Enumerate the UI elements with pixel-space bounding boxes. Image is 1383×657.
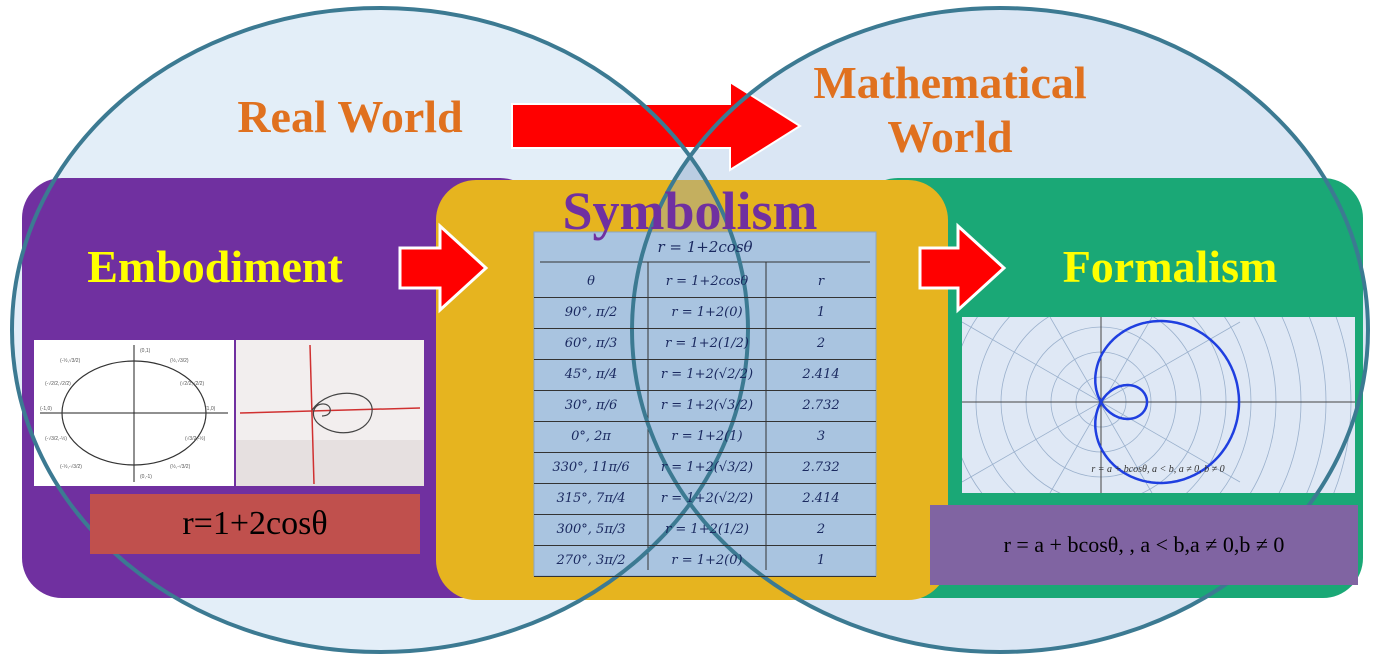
svg-text:(-√2/2,√2/2): (-√2/2,√2/2) [45,380,71,387]
table-row: 315°, 7π/4 r = 1+2(√2/2) 2.414 [534,483,876,515]
table-cell: 3 [816,429,826,444]
table-cell: 2.414 [802,367,840,382]
table-row: 330°, 11π/6 r = 1+2(√3/2) 2.732 [534,452,876,484]
svg-text:(0,1): (0,1) [140,348,151,354]
table-cell: 2 [816,522,826,537]
table-cell: r = 1+2(√3/2) [660,460,754,475]
table-cell: 1 [816,553,826,568]
svg-text:(1,0): (1,0) [205,406,216,412]
table-cell: 30°, π/6 [564,398,618,413]
table-cell: r = 1+2(1/2) [665,522,749,537]
mathematical-world-line1: Mathematical [813,57,1087,108]
svg-text:(-√3/2,-½): (-√3/2,-½) [45,435,67,442]
table-row: 0°, 2π r = 1+2(1) 3 [534,421,876,453]
table-cell: r = 1+2(0) [671,553,743,568]
polar-plot-image: r = a + bcosθ, a < b, a ≠ 0, b ≠ 0 [962,317,1355,493]
polar-plot-caption: r = a + bcosθ, a < b, a ≠ 0, b ≠ 0 [1091,464,1224,475]
table-header: r = 1+2cosθ [657,238,753,256]
table-cell: r = 1+2(0) [671,305,743,320]
table-cell: 2 [816,336,826,351]
table-row: 300°, 5π/3 r = 1+2(1/2) 2 [534,514,876,546]
table-row: 270°, 3π/2 r = 1+2(0) 1 [534,545,876,577]
table-cell: 300°, 5π/3 [556,522,626,537]
table-cell: r = 1+2cosθ [665,274,749,289]
table-cell: 45°, π/4 [564,367,618,382]
table-cell: r = 1+2(√2/2) [660,491,754,506]
table-cell: 2.732 [802,460,840,475]
embodiment-title: Embodiment [87,241,343,292]
mathematical-world-line2: World [887,111,1013,162]
table-cell: 0°, 2π [571,429,611,444]
table-cell: r = 1+2(√3/2) [660,398,754,413]
table-header-row: θ r = 1+2cosθ r [534,266,876,298]
table-row: 60°, π/3 r = 1+2(1/2) 2 [534,328,876,360]
table-cell: 2.732 [802,398,840,413]
table-row: 90°, π/2 r = 1+2(0) 1 [534,297,876,329]
svg-text:(-½,√3/2): (-½,√3/2) [60,357,81,364]
table-cell: 270°, 3π/2 [556,553,626,568]
svg-text:(½,-√3/2): (½,-√3/2) [170,463,191,470]
embodiment-to-symbolism-arrow [398,222,489,314]
table-cell: r = 1+2(√2/2) [660,367,754,382]
symbolism-to-formalism-arrow [918,222,1007,314]
svg-text:(-½,-√3/2): (-½,-√3/2) [60,463,82,470]
table-cell: r = 1+2(1/2) [665,336,749,351]
handwritten-table: r = 1+2cosθ θ r = 1+2cosθ r 90°, π/2 r = 1+2… [534,232,876,577]
table-cell: r [817,274,825,289]
svg-text:(√3/2,-½): (√3/2,-½) [185,435,206,442]
hand-drawn-curve-image [236,340,424,486]
real-world-label: Real World [237,91,463,142]
svg-text:(0,-1): (0,-1) [140,474,152,480]
table-cell: 60°, π/3 [564,336,618,351]
table-cell: 1 [816,305,826,320]
table-cell: 2.414 [802,491,840,506]
svg-text:(√2/2,√2/2): (√2/2,√2/2) [180,380,204,387]
table-cell: 90°, π/2 [564,305,618,320]
formalism-title: Formalism [1062,241,1278,292]
table-cell: r = 1+2(1) [671,429,743,444]
embodiment-formula: r=1+2cosθ [90,494,420,554]
symbolism-title: Symbolism [562,181,818,241]
table-cell: θ [587,274,595,289]
table-cell: 315°, 7π/4 [556,491,626,506]
svg-text:(½,√3/2): (½,√3/2) [170,357,189,364]
unit-circle-image: (-½,√3/2) (½,√3/2) (-√2/2,√2/2) (√2/2,√2/2… [34,340,234,486]
real-to-math-arrow [511,80,802,172]
mathematical-world-label: Mathematical World [780,56,1120,164]
table-row: 30°, π/6 r = 1+2(√3/2) 2.732 [534,390,876,422]
svg-text:(-1,0): (-1,0) [40,406,52,412]
handwritten-table-image [533,231,877,577]
table-row: 45°, π/4 r = 1+2(√2/2) 2.414 [534,359,876,391]
table-cell: 330°, 11π/6 [552,460,630,475]
formalism-formula: r = a + bcosθ, , a < b,a ≠ 0,b ≠ 0 [930,505,1358,585]
